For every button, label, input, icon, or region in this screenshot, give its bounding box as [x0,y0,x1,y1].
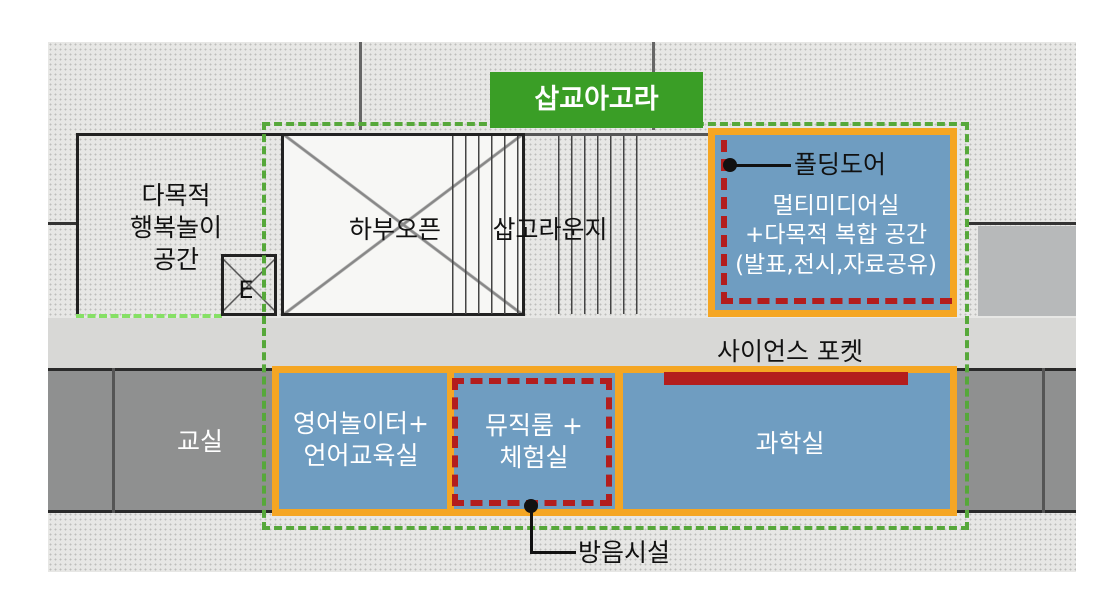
folding-door-label: 폴딩도어 [794,150,887,179]
callout-line [733,164,791,167]
wall-line [48,222,78,225]
wall-line [525,133,711,136]
right-room [978,226,1076,316]
callout-dot [524,499,538,513]
english-room-label: 영어놀이터+ 언어교육실 [293,409,429,470]
science-room-label: 과학실 [755,429,825,458]
green-dashed-edge [76,314,222,318]
multipurpose-play-label: 다목적 행복놀이 공간 [129,181,222,274]
multimedia-room [708,128,957,317]
folding-door-dashed [721,140,952,304]
music-room-label: 뮤직룸 + 체험실 [485,411,583,472]
english-room [272,366,452,516]
open-below-label: 하부오픈 [348,215,441,244]
wall-line [1042,368,1045,513]
elevator-label: E [238,275,254,304]
lounge-label: 삽고라운지 [492,215,608,244]
soundproof-label: 방음시설 [578,538,671,567]
science-pocket-label: 사이언스 포켓 [717,337,863,366]
multipurpose-room [76,133,286,317]
science-room [616,366,957,516]
agora-title: 삽교아고라 [490,72,703,128]
callout-line [530,551,576,554]
wall-line [968,222,1076,225]
callout-line [530,512,533,554]
wall-line [112,368,115,513]
stair-stripes [452,136,522,314]
callout-dot [723,158,737,172]
multimedia-label: 멀티미디어실 +다목적 복합 공간 (발표,전시,자료공유) [735,192,937,278]
classroom-label: 교실 [176,427,223,456]
wall-line [359,42,362,130]
stair-stripes [558,136,642,314]
music-room [447,366,622,516]
science-pocket-bar [664,372,908,385]
